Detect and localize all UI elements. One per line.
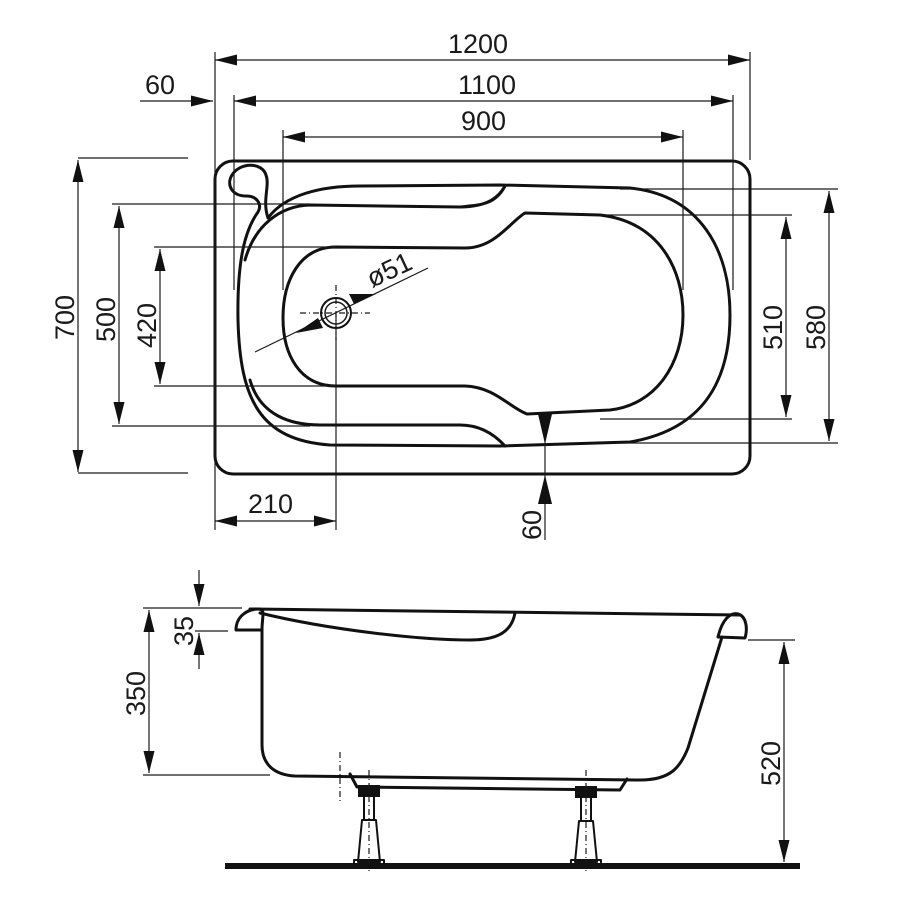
side-body-outline [260,628,724,782]
label-drain-offset: 210 [248,489,293,519]
label-drain-diameter: ø51 [362,247,417,294]
label-rim-height: 35 [169,616,199,646]
label-bottom-length: 900 [461,106,506,136]
label-inner-length: 1100 [458,70,516,100]
basin-outer-outline [228,163,732,448]
side-rim-right [716,612,748,640]
side-view: 35 350 520 [121,570,800,872]
label-overall-length: 1200 [448,29,508,59]
label-bottom-width-right: 510 [758,305,788,350]
label-bottom-width-left: 420 [132,303,162,348]
label-rim-offset-bottom: 60 [517,510,547,540]
label-rim-offset-left: 60 [145,70,175,100]
label-total-height: 520 [756,741,786,786]
label-inner-width-left: 500 [91,297,121,342]
support-leg-left [353,770,385,872]
label-overall-width: 700 [50,295,80,340]
support-leg-right [570,770,602,872]
label-inner-depth: 350 [121,671,151,716]
label-inner-width-right: 580 [801,305,831,350]
top-view: ø51 1200 1100 60 900 210 700 500 4 [50,29,838,540]
basin-inner-outline [243,184,507,262]
